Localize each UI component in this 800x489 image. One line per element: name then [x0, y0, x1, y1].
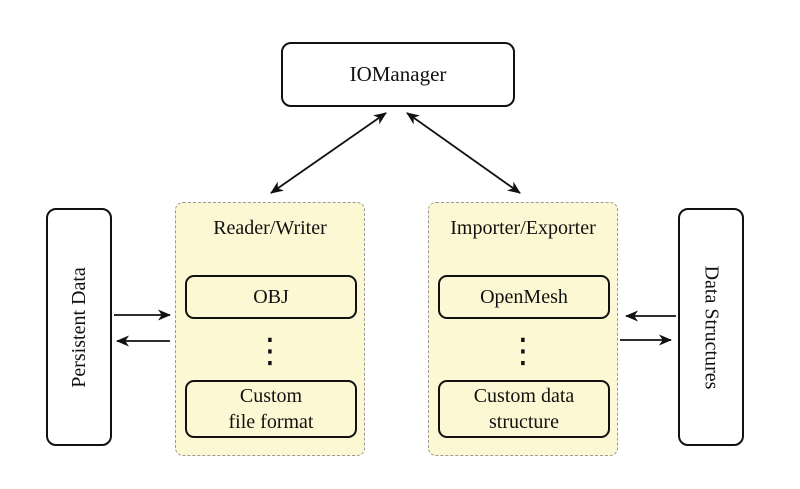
io-manager-label: IOManager	[349, 62, 447, 86]
vdots-glyph: ⋮	[506, 331, 540, 371]
importer-exporter-vdots: ⋮	[429, 327, 617, 375]
reader-writer-title: Reader/Writer	[213, 217, 327, 239]
importer-exporter-group: Importer/Exporter OpenMesh ⋮ Custom data…	[428, 202, 618, 456]
obj-node: OBJ	[185, 275, 357, 319]
custom-file-format-node: Custom file format	[185, 380, 357, 438]
persistent-data-label: Persistent Data	[67, 266, 90, 388]
custom-data-structure-line2: structure	[489, 411, 559, 433]
custom-file-format-line1: Custom	[239, 385, 303, 407]
persistent-data-node: Persistent Data	[46, 208, 112, 446]
openmesh-label: OpenMesh	[480, 286, 568, 308]
custom-data-structure-line1: Custom data	[473, 385, 575, 407]
reader-writer-vdots: ⋮	[176, 327, 364, 375]
custom-file-format-line2: file format	[228, 411, 314, 433]
arrow-iomanager-importerexporter	[406, 112, 521, 194]
data-structures-label: Data Structures	[700, 265, 723, 389]
custom-data-structure-node: Custom data structure	[438, 380, 610, 438]
obj-label: OBJ	[253, 286, 289, 308]
data-structures-node: Data Structures	[678, 208, 744, 446]
io-manager-node: IOManager	[281, 42, 515, 107]
reader-writer-group: Reader/Writer OBJ ⋮ Custom file format	[175, 202, 365, 456]
vdots-glyph: ⋮	[253, 331, 287, 371]
arrow-iomanager-readerwriter	[270, 112, 387, 194]
importer-exporter-title: Importer/Exporter	[450, 217, 596, 239]
openmesh-node: OpenMesh	[438, 275, 610, 319]
